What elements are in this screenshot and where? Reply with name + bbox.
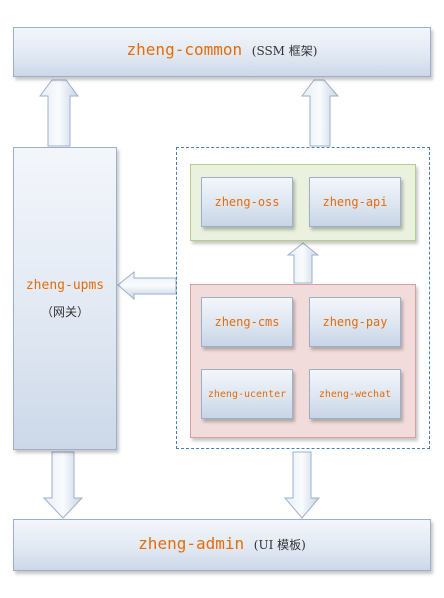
- business-group: zheng-cms zheng-pay zheng-ucenter zheng-…: [190, 284, 416, 438]
- arrow-services-to-admin: [283, 451, 321, 519]
- arrow-services-to-upms: [117, 270, 177, 301]
- api-group: zheng-oss zheng-api: [190, 164, 416, 241]
- zheng-cms-box: zheng-cms: [201, 297, 293, 347]
- zheng-common-note: (SSM 框架): [251, 44, 318, 58]
- zheng-upms-note: （网关）: [40, 305, 89, 319]
- zheng-wechat-box: zheng-wechat: [309, 369, 401, 419]
- zheng-pay-box: zheng-pay: [309, 297, 401, 347]
- zheng-admin-note: (UI 模板): [253, 538, 306, 552]
- zheng-api-box: zheng-api: [309, 177, 401, 227]
- arrow-upms-to-admin: [42, 451, 84, 519]
- arrow-upms-to-common: [39, 79, 79, 147]
- zheng-upms-label: zheng-upms: [25, 278, 105, 293]
- zheng-upms-box: zheng-upms （网关）: [13, 147, 117, 450]
- zheng-oss-box: zheng-oss: [201, 177, 293, 227]
- services-group: [176, 147, 430, 449]
- zheng-common-label: zheng-common: [126, 40, 243, 59]
- zheng-admin-label: zheng-admin: [138, 534, 245, 553]
- arrow-bottom-to-top-group: [286, 242, 320, 284]
- zheng-common-box: zheng-common (SSM 框架): [13, 27, 431, 77]
- zheng-admin-box: zheng-admin (UI 模板): [13, 519, 431, 571]
- zheng-ucenter-box: zheng-ucenter: [201, 369, 293, 419]
- arrow-services-to-common: [301, 79, 340, 147]
